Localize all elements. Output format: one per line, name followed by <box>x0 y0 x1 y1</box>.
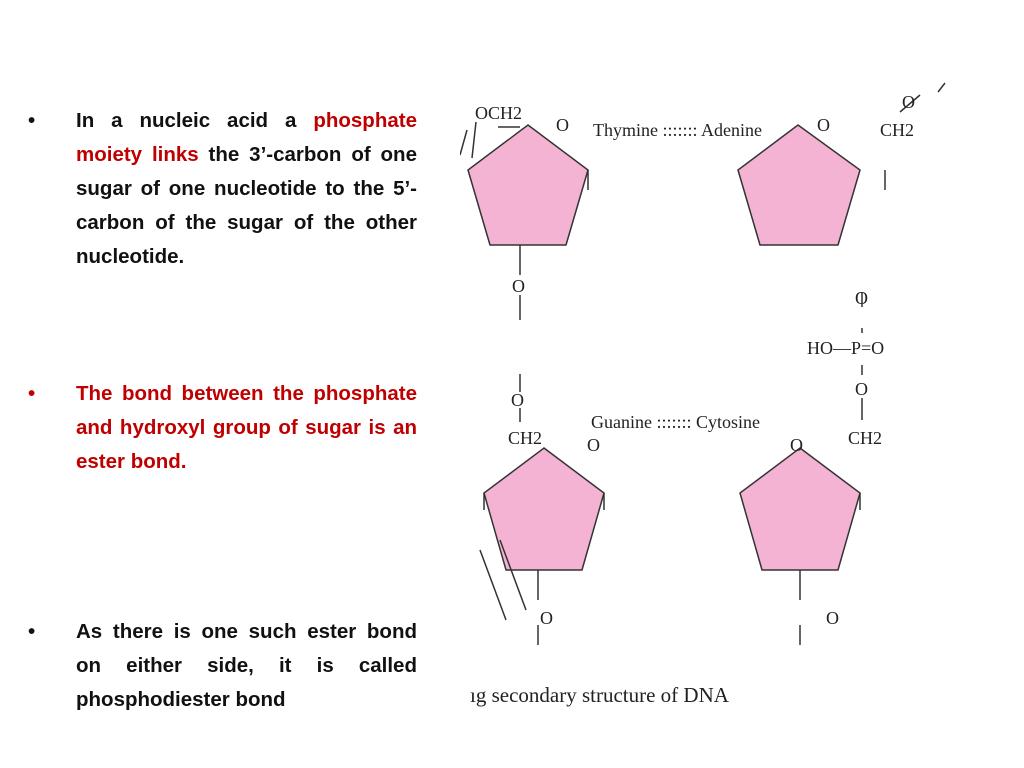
oxygen-label: O <box>512 276 525 296</box>
oxygen-label: O <box>511 390 524 410</box>
oxygen-label: O <box>826 608 839 628</box>
bullet-marker: • <box>28 109 36 132</box>
bullet-marker: • <box>28 620 36 643</box>
bullet-text-1-pre: In a nucleic acid a <box>76 109 314 132</box>
oxygen-label: O <box>855 288 868 308</box>
dna-diagram: OCH2 O Thymine ::::::: Adenine O O CH2 O… <box>460 80 1020 720</box>
phosphate-label: HO—P=O <box>807 338 884 358</box>
oxygen-label: O <box>855 379 868 399</box>
ch2-label: CH2 <box>508 428 542 448</box>
ring-oxygen-label: O <box>790 435 803 455</box>
sugar-ring-pentagon <box>739 447 861 571</box>
sugar-ring-pentagon <box>737 124 861 246</box>
diagram-caption: ıg secondary structure of DNA <box>470 683 730 707</box>
ch2-label: CH2 <box>848 428 882 448</box>
bullet-marker: • <box>28 382 36 405</box>
bullet-item-3: • As there is one such ester bond on eit… <box>28 615 428 717</box>
bullet-item-1: • In a nucleic acid a phosphate moiety l… <box>28 104 428 274</box>
oxygen-label: O <box>540 608 553 628</box>
bullet-text-1: In a nucleic acid a phosphate moiety lin… <box>76 104 417 274</box>
bond-lines <box>460 82 946 645</box>
dna-diagram-svg: OCH2 O Thymine ::::::: Adenine O O CH2 O… <box>460 82 946 707</box>
guanine-cytosine-label: Guanine ::::::: Cytosine <box>591 412 760 432</box>
bullet-item-2: • The bond between the phosphate and hyd… <box>28 377 428 479</box>
och2-label: OCH2 <box>475 103 522 123</box>
top-right-oxygen-label: O <box>902 92 915 112</box>
ring-oxygen-label: O <box>817 115 830 135</box>
phosphate-moiety-highlight: phosphate moiety links <box>76 109 417 166</box>
ring-oxygen-label: O <box>556 115 569 135</box>
bullet-text-3: As there is one such ester bond on eithe… <box>76 620 417 711</box>
ch2-label: CH2 <box>880 120 914 140</box>
bullet-text-2: The bond between the phosphate and hydro… <box>76 382 417 473</box>
thymine-adenine-label: Thymine ::::::: Adenine <box>593 120 762 140</box>
sugar-ring-pentagon <box>467 124 589 246</box>
ring-oxygen-label: O <box>587 435 600 455</box>
sugar-ring-pentagon <box>483 447 605 571</box>
bullet-text-1-post: the 3’-carbon of one sugar of one nucleo… <box>76 143 417 268</box>
